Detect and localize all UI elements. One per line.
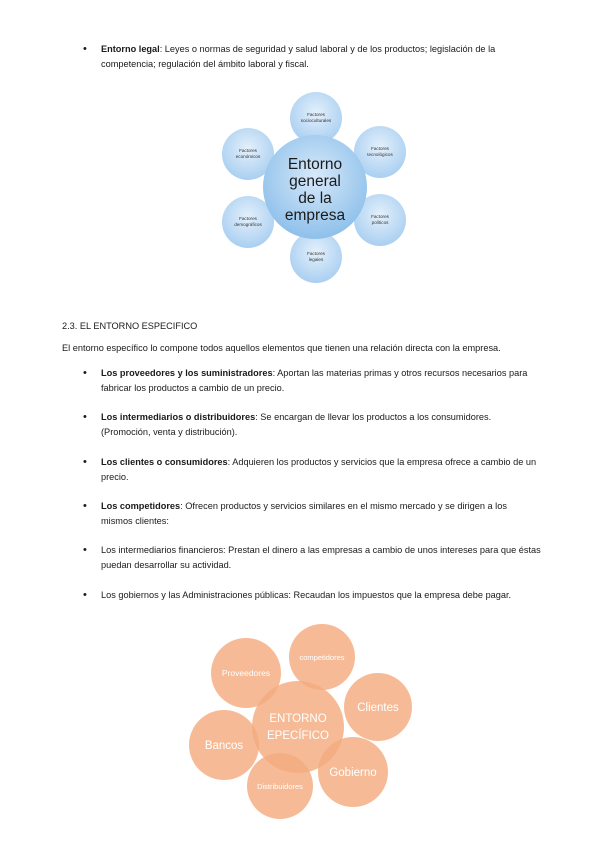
node-legales: Factores legales (290, 231, 342, 283)
list-item: Los clientes o consumidores: Adquieren l… (83, 455, 541, 485)
node-bancos: Bancos (189, 710, 259, 780)
center-label-line: general (289, 173, 341, 190)
node-label-line: tecnológicos (367, 152, 393, 157)
node-label-line: Factores (307, 251, 326, 256)
node-competidores: competidores (289, 624, 355, 690)
node-label: Proveedores (222, 668, 270, 678)
node-label: Bancos (205, 740, 244, 752)
node-proveedores: Proveedores (211, 638, 281, 708)
node-label-line: Factores (239, 216, 258, 221)
center-node: ENTORNO EPECÍFICO (252, 681, 344, 773)
bullet-text: Los gobiernos y las Administraciones púb… (101, 590, 512, 600)
list-item: Los competidores: Ofrecen productos y se… (83, 499, 541, 529)
section-intro: El entorno específico lo compone todos a… (62, 343, 501, 353)
node-clientes: Clientes (344, 673, 412, 741)
list-item: Los proveedores y los suministradores: A… (83, 366, 541, 396)
bullet-label: Los proveedores y los suministradores (101, 368, 273, 378)
bullet-label: Entorno legal (101, 44, 160, 54)
bullet-label: Los clientes o consumidores (101, 457, 228, 467)
node-label-line: legales (309, 257, 324, 262)
general-environment-diagram: Factores socioculturales Factores tecnol… (222, 92, 406, 283)
center-label-line: empresa (285, 207, 346, 224)
node-label: Distribuidores (257, 782, 303, 791)
node-tecnologicos: Factores tecnológicos (354, 126, 406, 178)
node-label-line: Factores (307, 112, 326, 117)
node-label-line: económicos (236, 154, 261, 159)
node-politicos: Factores políticos (354, 194, 406, 246)
node-label-line: Factores (239, 148, 258, 153)
center-label-line: de la (298, 190, 332, 207)
center-label-line: Entorno (288, 156, 342, 173)
node-label: Gobierno (329, 767, 376, 779)
list-item: Los intermediarios o distribuidores: Se … (83, 410, 541, 440)
node-demograficos: Factores demográficos (222, 196, 274, 248)
node-label-line: Factores (371, 214, 390, 219)
center-label-line: ENTORNO (269, 713, 326, 725)
bullet-text: : Ofrecen productos y servicios similare… (101, 501, 507, 526)
node-label-line: políticos (372, 220, 390, 225)
bullet-label: Los intermediarios o distribuidores (101, 412, 256, 422)
bullet-label: Los competidores (101, 501, 181, 511)
bullet-text: : Aportan las materias primas y otros re… (101, 368, 528, 393)
node-economicos: Factores económicos (222, 128, 274, 180)
center-label-line: EPECÍFICO (267, 729, 329, 742)
node-label: Clientes (357, 702, 399, 714)
node-gobierno: Gobierno (318, 737, 388, 807)
node-label: competidores (299, 653, 344, 662)
section-heading: 2.3. EL ENTORNO ESPECIFICO (62, 321, 198, 331)
node-label-line: demográficos (234, 222, 262, 227)
node-socioculturales: Factores socioculturales (290, 92, 342, 144)
list-item: Los gobiernos y las Administraciones púb… (83, 588, 541, 603)
center-node: Entorno general de la empresa (263, 135, 367, 239)
node-label-line: Factores (371, 146, 390, 151)
specific-environment-diagram: Proveedores competidores Clientes Bancos… (189, 624, 412, 819)
list-item: Los intermediarios financieros: Prestan … (83, 543, 541, 573)
node-label-line: socioculturales (301, 118, 332, 123)
bullet-text: : Leyes o normas de seguridad y salud la… (101, 44, 496, 69)
bullet-text: Los intermediarios financieros: Prestan … (101, 545, 541, 570)
bullet-text: : Adquieren los productos y servicios qu… (101, 457, 537, 482)
bullet-entorno-legal: Entorno legal: Leyes o normas de segurid… (83, 42, 541, 72)
bullet-text: : Se encargan de llevar los productos a … (101, 412, 492, 437)
